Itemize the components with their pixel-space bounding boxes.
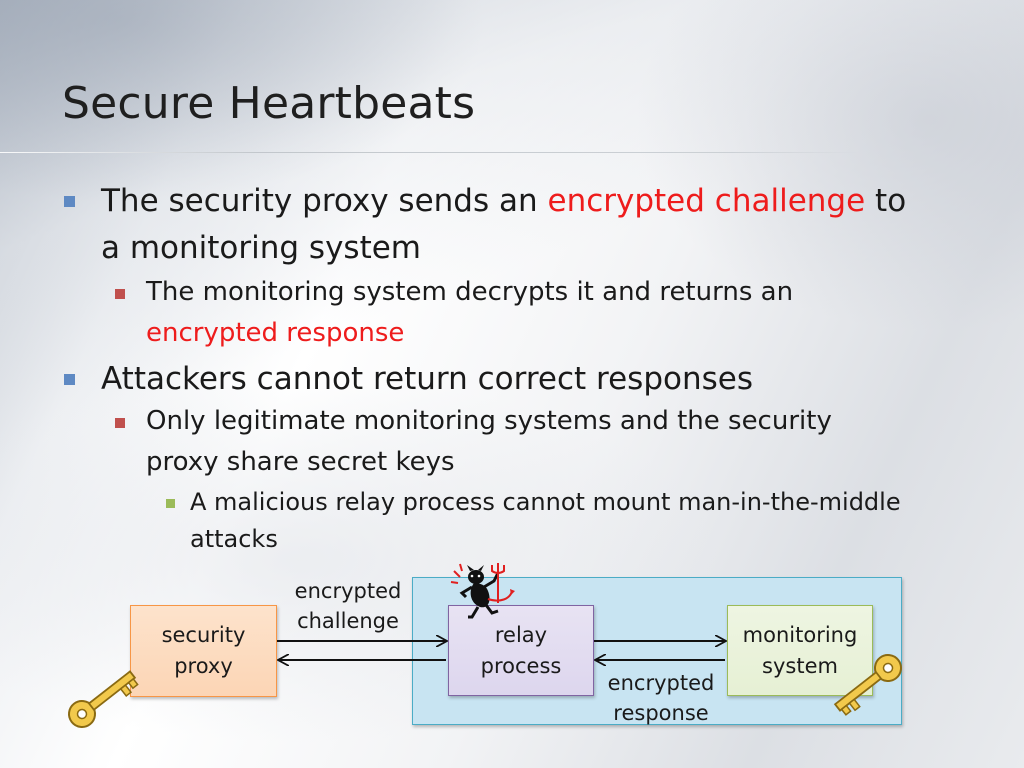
encrypted-response-highlight: encrypted response xyxy=(146,318,405,348)
bullet-square-icon xyxy=(64,374,75,385)
response-label-line-2: response xyxy=(613,701,709,725)
bullet-1-text-end: to xyxy=(865,183,907,219)
sub-bullet-2-line-1: Only legitimate monitoring systems and t… xyxy=(146,406,832,436)
bullet-square-icon xyxy=(64,196,75,207)
title-divider xyxy=(0,152,860,153)
encrypted-challenge-highlight: encrypted challenge xyxy=(547,183,866,219)
monitoring-system-label-2: system xyxy=(762,653,838,678)
sub-sub-bullet-square-icon xyxy=(166,499,175,508)
security-proxy-box: security proxy xyxy=(130,605,277,697)
response-label-line-1: encrypted xyxy=(607,671,715,695)
relay-process-label-2: process xyxy=(480,653,562,678)
encrypted-challenge-label: encrypted challenge xyxy=(283,576,413,636)
sub-bullet-1: The monitoring system decrypts it and re… xyxy=(146,277,794,307)
relay-process-box: relay process xyxy=(448,605,594,696)
encrypted-response-label: encrypted response xyxy=(596,668,726,728)
challenge-label-line-2: challenge xyxy=(297,609,399,633)
bullet-1-line-2: a monitoring system xyxy=(101,230,422,266)
security-proxy-label-1: security xyxy=(161,623,246,647)
sub-bullet-square-icon xyxy=(115,418,125,428)
slide-title: Secure Heartbeats xyxy=(62,78,476,129)
bullet-1: The security proxy sends an encrypted ch… xyxy=(101,178,1001,224)
bullet-2: Attackers cannot return correct response… xyxy=(101,361,753,397)
sub-bullet-2-line-2: proxy share secret keys xyxy=(146,447,455,477)
relay-process-label-1: relay xyxy=(494,622,548,647)
sub-bullet-square-icon xyxy=(115,289,125,299)
security-proxy-label-2: proxy xyxy=(174,654,233,678)
monitoring-system-label-1: monitoring xyxy=(742,622,858,647)
sub-sub-bullet-line-1: A malicious relay process cannot mount m… xyxy=(190,488,901,516)
sub-sub-bullet-line-2: attacks xyxy=(190,525,278,553)
monitoring-system-box: monitoring system xyxy=(727,605,873,696)
bullet-1-text: The security proxy sends an xyxy=(101,183,548,219)
challenge-label-line-1: encrypted xyxy=(294,579,402,603)
